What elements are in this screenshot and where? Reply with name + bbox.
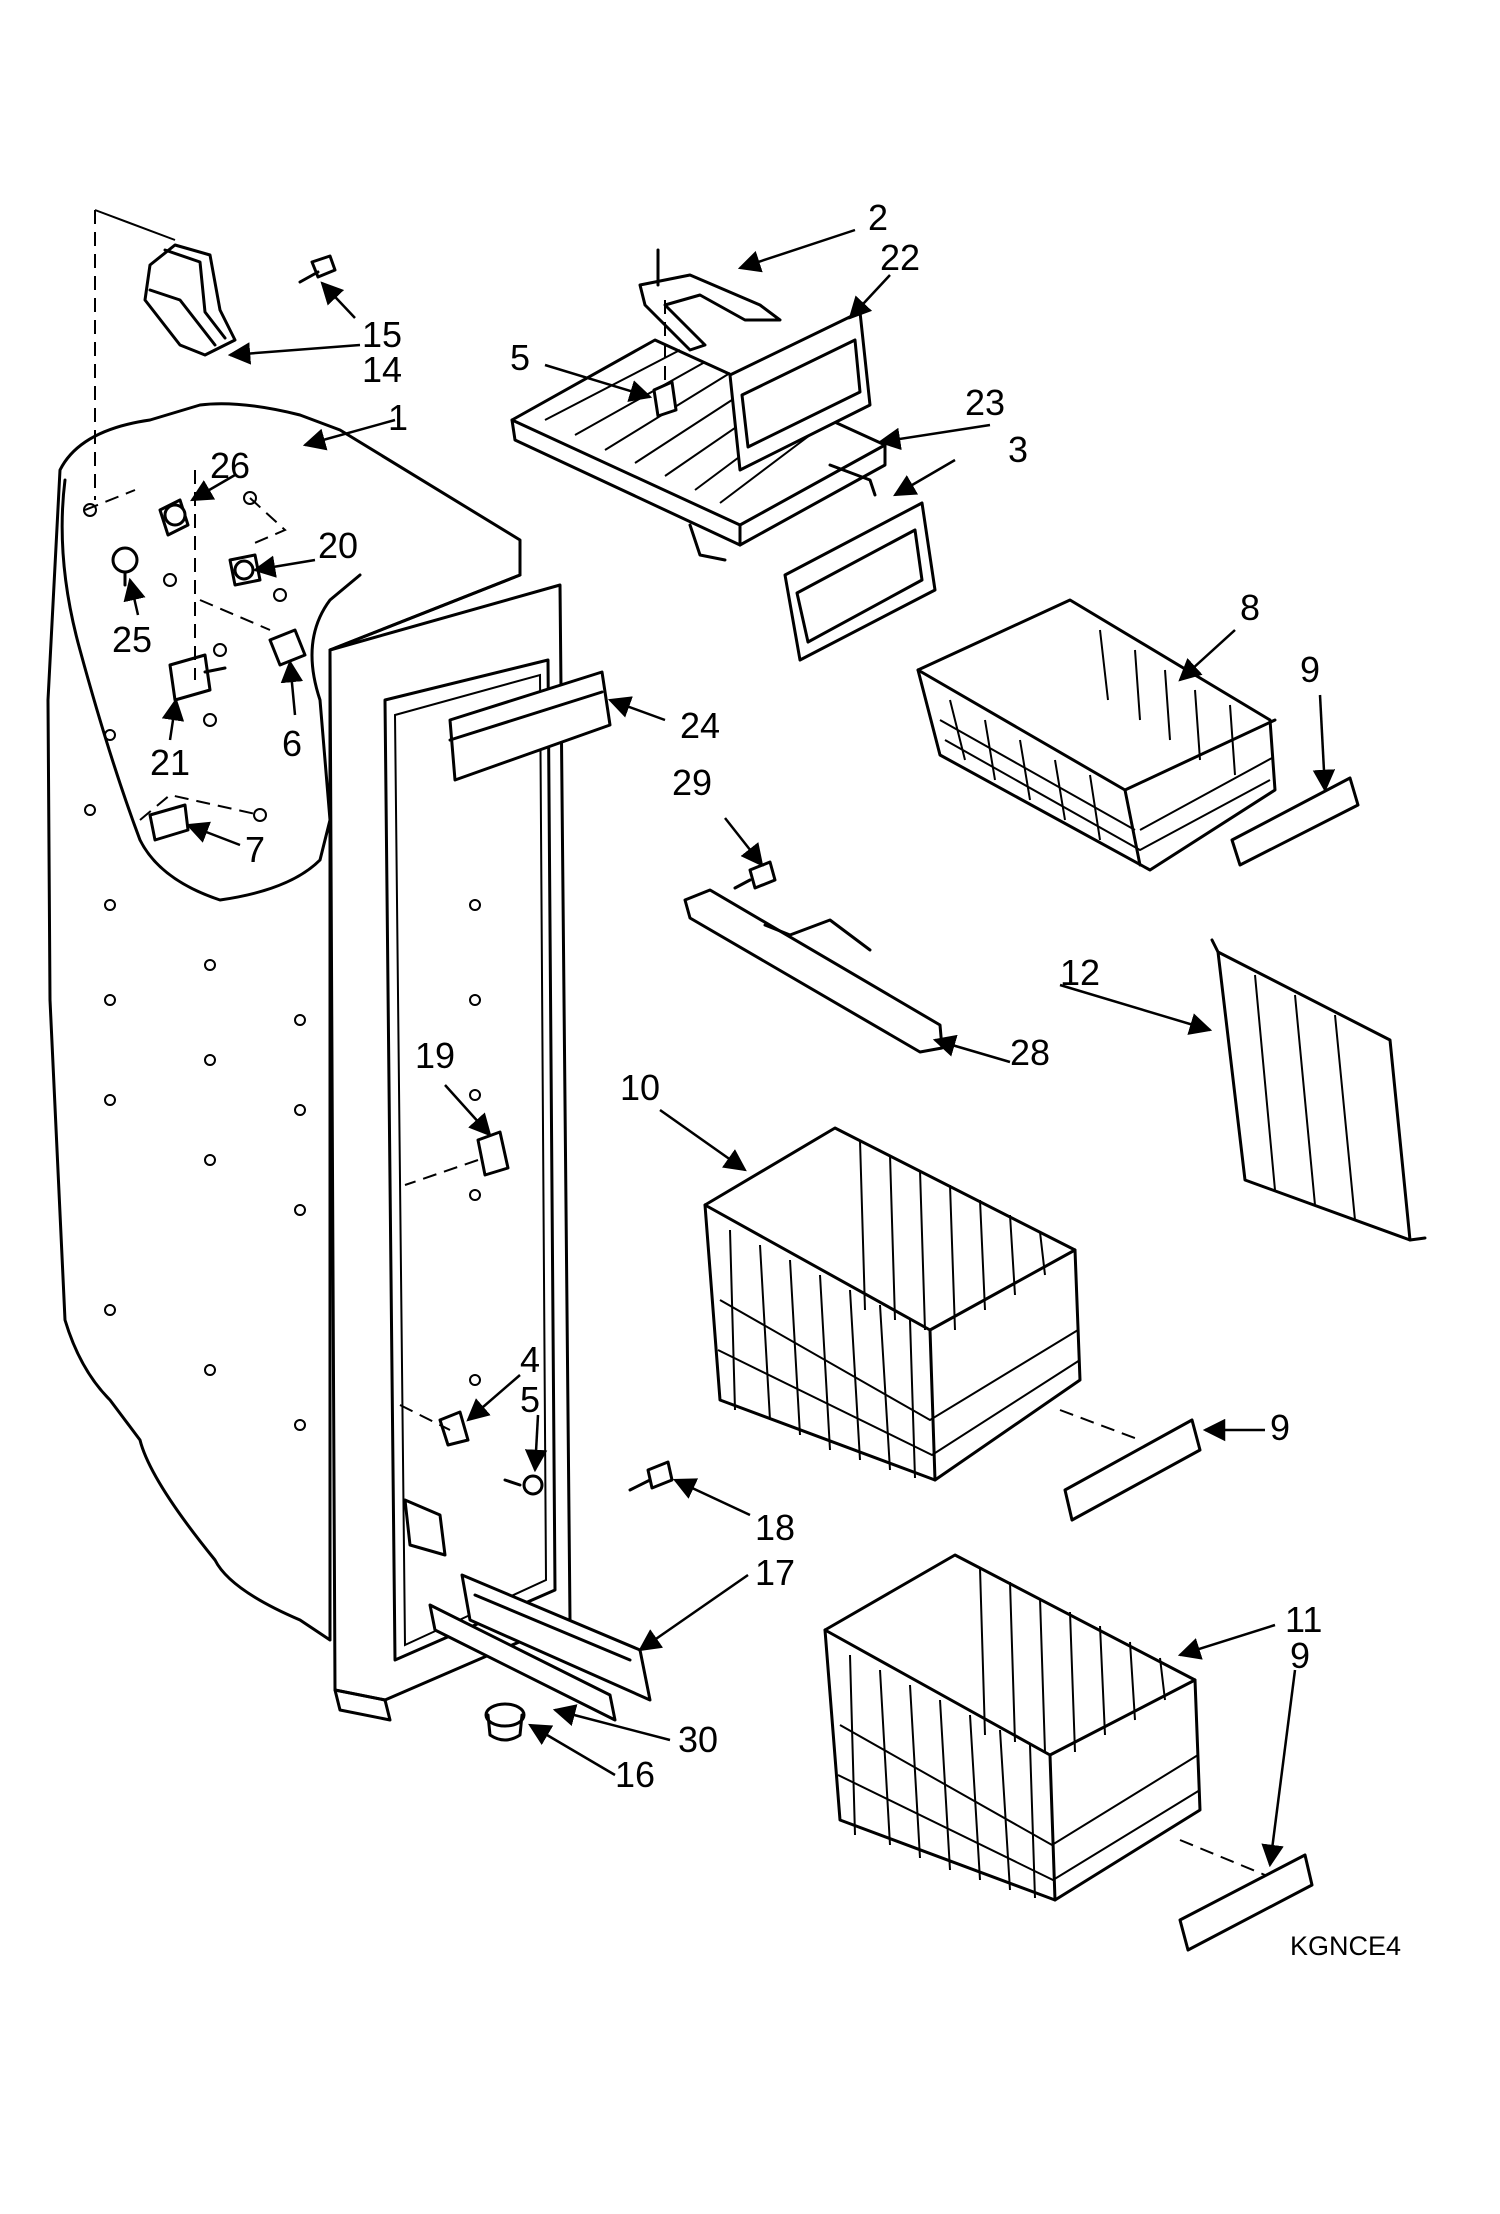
callout-22: 22 (880, 237, 920, 278)
callout-3: 3 (1008, 429, 1028, 470)
screw-part-15 (298, 254, 337, 284)
rail-part-28 (683, 888, 944, 1054)
callout-7: 7 (245, 829, 265, 870)
callout-16: 16 (615, 1754, 655, 1795)
shelf-front-part-3 (783, 501, 937, 662)
callout-9: 9 (1300, 649, 1320, 690)
callout-18: 18 (755, 1507, 795, 1548)
callout-5: 5 (510, 337, 530, 378)
bracket-part-19 (404, 1130, 510, 1186)
callout-1: 1 (388, 397, 408, 438)
shelf-glide-part-2 (638, 248, 782, 352)
freezer-liner-part-1 (46, 209, 572, 1722)
divider-part-12 (1210, 938, 1427, 1242)
callout-24: 24 (680, 705, 720, 746)
callout-11: 11 (1285, 1599, 1322, 1640)
diagram-code: KGNCE4 (1290, 1931, 1401, 1961)
wire-basket-part-11 (823, 1553, 1202, 1902)
callout-28: 28 (1010, 1032, 1050, 1073)
callout-29: 29 (672, 762, 712, 803)
callout-8: 8 (1240, 587, 1260, 628)
basket-trim-part-9-middle (1059, 1409, 1202, 1522)
basket-trim-part-9-bottom (1178, 1839, 1314, 1952)
screw-part-5-upper (652, 300, 678, 418)
callout-23: 23 (965, 382, 1005, 423)
screw-part-5-lower (503, 1474, 544, 1496)
wire-basket-part-8 (916, 598, 1277, 872)
callout-10: 10 (620, 1067, 660, 1108)
callout-17: 17 (755, 1552, 795, 1593)
screw-part-29 (733, 860, 777, 890)
callout-21: 21 (150, 742, 190, 783)
callout-labels: 1234556789991011121415161718192021222324… (112, 197, 1322, 1795)
callout-leaders (123, 228, 1336, 1868)
callout-15: 15 (362, 314, 402, 355)
basket-trim-part-9-top (1230, 776, 1360, 867)
foot-part-16 (484, 1702, 526, 1742)
callout-6: 6 (282, 723, 302, 764)
callout-14: 14 (362, 349, 402, 390)
callout-26: 26 (210, 445, 250, 486)
callout-9: 9 (1290, 1635, 1310, 1676)
front-trim-part-17 (428, 1573, 652, 1722)
callout-5: 5 (520, 1379, 540, 1420)
callout-4: 4 (520, 1339, 540, 1380)
control-components (84, 470, 307, 842)
callout-12: 12 (1060, 952, 1100, 993)
callout-20: 20 (318, 525, 358, 566)
trim-strip-part-24 (448, 670, 612, 782)
callout-9: 9 (1270, 1407, 1290, 1448)
screw-part-18 (628, 1460, 674, 1492)
callout-2: 2 (868, 197, 888, 238)
handle-bracket-part-14 (143, 243, 237, 357)
shelf-panel-part-22 (728, 310, 872, 472)
clip-part-4 (399, 1404, 470, 1447)
callout-25: 25 (112, 619, 152, 660)
callout-30: 30 (678, 1719, 718, 1760)
callout-19: 19 (415, 1035, 455, 1076)
wire-basket-part-10 (703, 1126, 1082, 1482)
